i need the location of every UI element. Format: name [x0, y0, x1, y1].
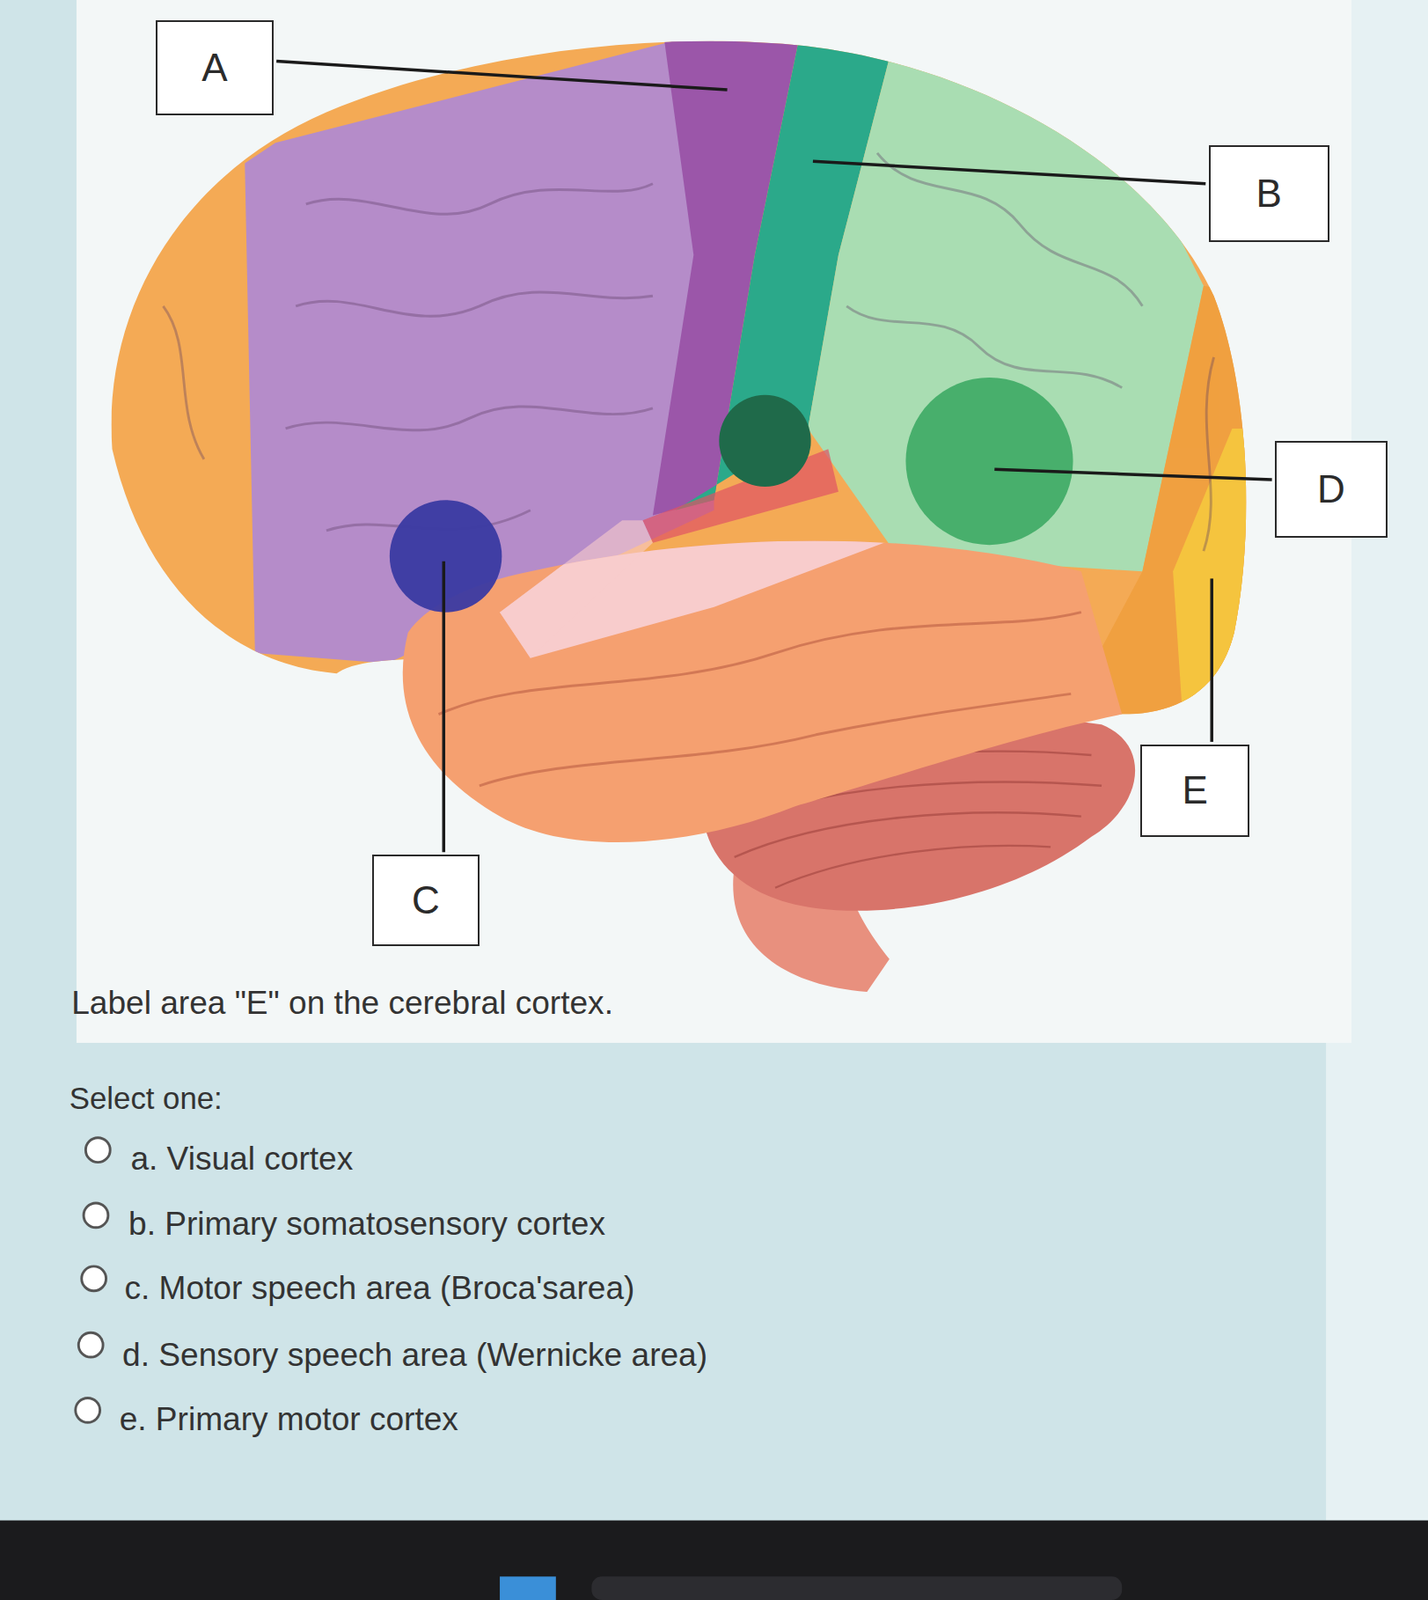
callout-box: D — [1274, 440, 1388, 538]
answer-option: b. Primary somatosensory cortex — [128, 1205, 606, 1242]
answer-option: e. Primary motor cortex — [119, 1400, 459, 1437]
answer-option: d. Sensory speech area (Wernicke area) — [122, 1336, 708, 1373]
callout-letter: D — [1317, 469, 1346, 509]
callout-letter: A — [201, 48, 228, 88]
answer-option: a. Visual cortex — [130, 1140, 353, 1177]
callout-box: E — [1140, 744, 1250, 836]
callout-letter: B — [1255, 174, 1282, 213]
answer-option: c. Motor speech area (Broca'sarea) — [124, 1269, 635, 1306]
callout-letter: E — [1181, 770, 1208, 810]
instruction-text: Select one: — [69, 1081, 223, 1115]
callout-box: B — [1208, 145, 1330, 242]
callout-box: C — [372, 854, 480, 945]
callout-letter: C — [411, 880, 440, 920]
question-text: Label area "E" on the cerebral cortex. — [71, 984, 614, 1021]
callout-box: A — [155, 20, 273, 116]
